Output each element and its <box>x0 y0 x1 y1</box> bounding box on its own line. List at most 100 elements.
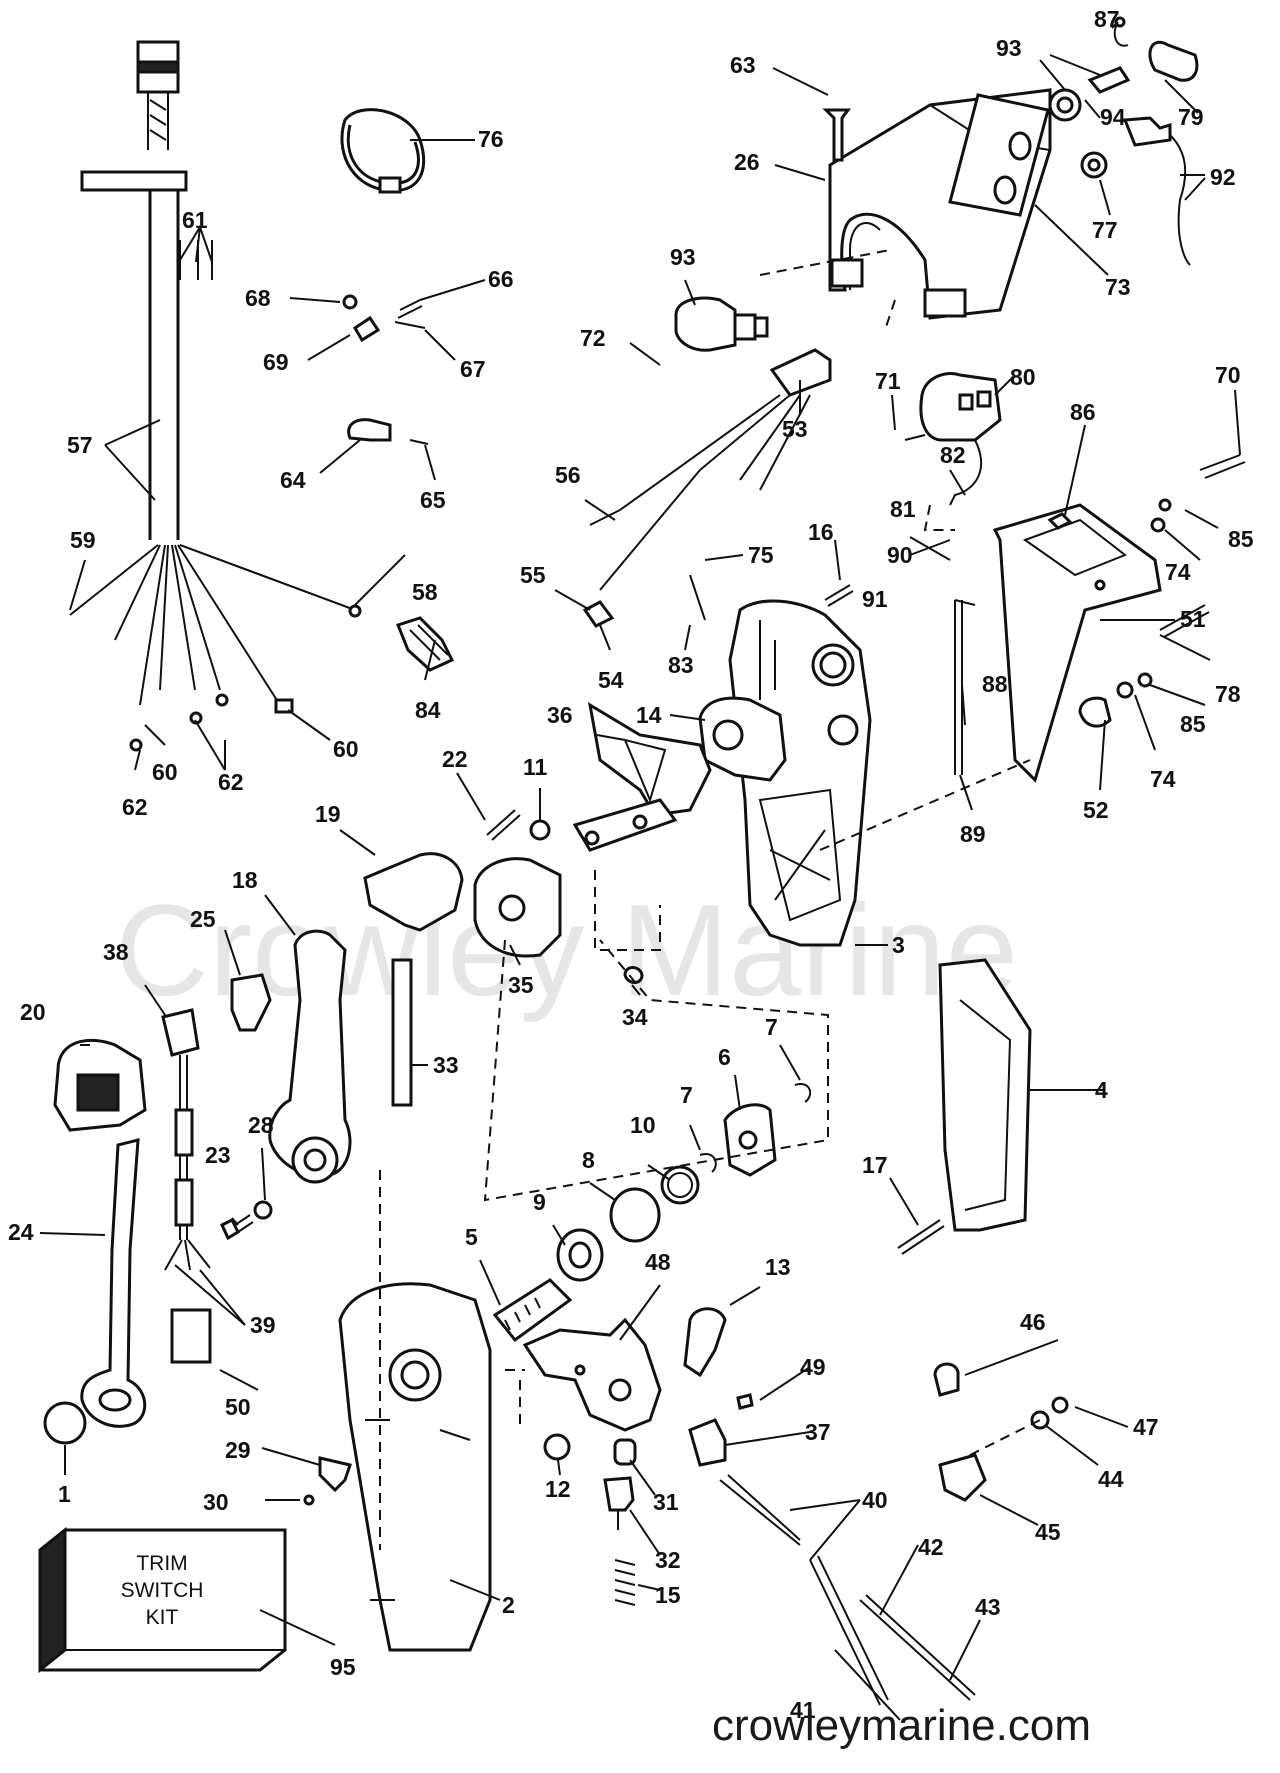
callout-26: 26 <box>734 149 760 175</box>
callout-81: 81 <box>890 496 916 522</box>
callout-38: 38 <box>103 939 129 965</box>
callout-62-middle: 62 <box>218 769 244 795</box>
callout-13: 13 <box>765 1254 791 1280</box>
screw-17 <box>897 1219 945 1255</box>
shaft-5 <box>492 1278 573 1343</box>
callout-3: 3 <box>892 932 905 958</box>
callout-92: 92 <box>1210 164 1236 190</box>
callout-2: 2 <box>502 1592 515 1618</box>
callout-78: 78 <box>1215 681 1241 707</box>
washer-12 <box>543 1433 571 1461</box>
callout-91: 91 <box>862 586 888 612</box>
screws-misc <box>486 584 854 841</box>
callout-87: 87 <box>1094 6 1120 32</box>
callout-4: 4 <box>1095 1077 1108 1103</box>
callout-77: 77 <box>1092 217 1118 243</box>
cover-26 <box>828 88 1052 320</box>
connector-50 <box>170 1308 212 1364</box>
callout-1: 1 <box>58 1481 71 1507</box>
callout-83: 83 <box>668 652 694 678</box>
callout-74-upper: 74 <box>1165 559 1191 585</box>
callout-85-lower: 85 <box>1180 711 1206 737</box>
housing-3 <box>728 599 872 947</box>
callout-9: 9 <box>533 1189 546 1215</box>
callout-94: 94 <box>1100 104 1126 130</box>
callout-11: 11 <box>523 754 548 780</box>
bolt-23 <box>220 1200 273 1241</box>
callout-29: 29 <box>225 1437 251 1463</box>
callout-18: 18 <box>232 867 258 893</box>
callout-43: 43 <box>975 1594 1001 1620</box>
cam-13 <box>683 1307 727 1378</box>
switch-38 <box>161 1008 211 1271</box>
knob-20 <box>53 1038 147 1132</box>
callout-31: 31 <box>653 1489 679 1515</box>
warning-horn-80 <box>904 372 1002 506</box>
callout-labels: 87 93 94 79 63 92 26 77 73 76 61 66 68 6… <box>8 6 1254 1723</box>
kit-label-line2: SWITCH <box>121 1579 204 1602</box>
callout-48: 48 <box>645 1249 671 1275</box>
wires-40-43 <box>719 1474 976 1721</box>
callout-22: 22 <box>442 746 468 772</box>
callout-20: 20 <box>20 999 46 1025</box>
callout-49: 49 <box>800 1354 826 1380</box>
callout-57: 57 <box>67 432 93 458</box>
callout-59: 59 <box>70 527 96 553</box>
callout-61: 61 <box>182 207 208 233</box>
callout-7-right: 7 <box>765 1014 778 1040</box>
callout-74-lower: 74 <box>1150 766 1176 792</box>
callout-93-middle: 93 <box>670 244 696 270</box>
callout-32: 32 <box>655 1547 681 1573</box>
callout-42: 42 <box>918 1534 944 1560</box>
washer-1 <box>43 1401 87 1445</box>
hardware-46-45 <box>933 1362 1069 1502</box>
callout-41: 41 <box>790 1697 816 1723</box>
callout-79: 79 <box>1178 104 1204 130</box>
callout-70: 70 <box>1215 362 1241 388</box>
callout-86: 86 <box>1070 399 1096 425</box>
part-drawings <box>38 16 1246 1721</box>
assembly-dashed-lines <box>379 249 1041 1550</box>
callout-25: 25 <box>190 906 216 932</box>
callout-36: 36 <box>547 702 573 728</box>
callout-16: 16 <box>808 519 834 545</box>
callout-72: 72 <box>580 325 606 351</box>
cable-tie-76 <box>340 108 426 194</box>
callout-15: 15 <box>655 1582 681 1608</box>
callout-8: 8 <box>582 1147 595 1173</box>
detent-parts <box>603 1438 637 1606</box>
callout-69: 69 <box>263 349 289 375</box>
handle-18 <box>268 929 352 1184</box>
callout-52: 52 <box>1083 797 1109 823</box>
callout-47: 47 <box>1133 1414 1159 1440</box>
callout-56: 56 <box>555 462 581 488</box>
callout-90: 90 <box>887 542 913 568</box>
link-arm <box>572 798 678 984</box>
callout-65: 65 <box>420 487 446 513</box>
screw-63 <box>822 108 851 162</box>
arm-24 <box>80 1138 147 1428</box>
callout-76: 76 <box>478 126 504 152</box>
callout-23: 23 <box>205 1142 231 1168</box>
callout-33: 33 <box>433 1052 459 1078</box>
callout-46: 46 <box>1020 1309 1046 1335</box>
bracket-29 <box>303 1456 352 1506</box>
callout-55: 55 <box>520 562 546 588</box>
housing-2 <box>338 1282 492 1652</box>
callout-85-upper: 85 <box>1228 526 1254 552</box>
callout-7-left: 7 <box>680 1082 693 1108</box>
strip-33 <box>391 958 413 1107</box>
guide-4 <box>938 958 1032 1232</box>
callout-37: 37 <box>805 1419 831 1445</box>
callout-71: 71 <box>875 368 901 394</box>
callout-88: 88 <box>982 671 1008 697</box>
clip-25 <box>230 973 272 1032</box>
kit-label-line3: KIT <box>146 1606 179 1629</box>
callout-14: 14 <box>636 702 662 728</box>
switch-37 <box>688 1393 754 1467</box>
harness-cable-57 <box>69 40 362 752</box>
callout-19: 19 <box>315 801 341 827</box>
callout-62-left: 62 <box>122 794 148 820</box>
callout-64: 64 <box>280 467 306 493</box>
website-footer: crowleymarine.com <box>712 1701 1091 1750</box>
